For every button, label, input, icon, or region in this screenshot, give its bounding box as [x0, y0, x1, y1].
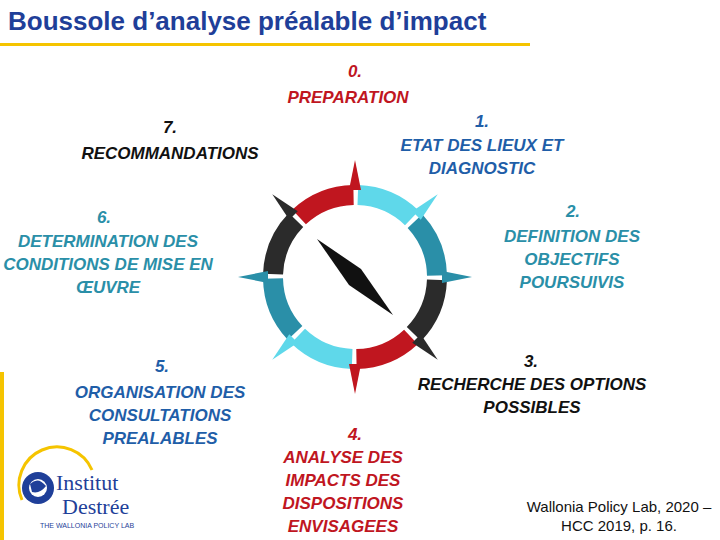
logo-text: THE WALLONIA POLICY LAB [40, 522, 134, 529]
step-number: 1. [452, 110, 512, 133]
step-number: 0. [325, 60, 385, 83]
step-title: RECOMMANDATIONS [55, 142, 285, 165]
step-number: 4. [325, 423, 385, 446]
step-number: 2. [543, 200, 603, 223]
compass-needle [317, 239, 393, 315]
step-number: 3. [501, 350, 561, 373]
step-title: ETAT DES LIEUX ET DIAGNOSTIC [382, 134, 582, 180]
step-title: PREPARATION [248, 86, 448, 109]
step-title: RECHERCHE DES OPTIONS POSSIBLES [417, 373, 647, 419]
side-rule [0, 372, 4, 540]
compass-ring [239, 161, 471, 393]
step-title: DETERMINATION DES CONDITIONS DE MISE EN … [2, 230, 214, 299]
logo-text: Destrée [62, 494, 129, 520]
step-title: ANALYSE DES IMPACTS DES DISPOSITIONS ENV… [258, 446, 428, 538]
step-title: DEFINITION DES OBJECTIFS POURSUIVIS [486, 225, 658, 294]
logo-text: Institut [56, 470, 118, 496]
step-number: 6. [74, 206, 134, 229]
page-title: Boussole d’analyse préalable d’impact [8, 6, 486, 37]
step-title: ORGANISATION DES CONSULTATIONS PREALABLE… [42, 381, 278, 450]
title-rule [0, 43, 530, 46]
compass-spikes [238, 160, 472, 394]
step-number: 5. [132, 355, 192, 378]
source-caption: Wallonia Policy Lab, 2020 – HCC 2019, p.… [526, 497, 712, 535]
step-number: 7. [140, 116, 200, 139]
